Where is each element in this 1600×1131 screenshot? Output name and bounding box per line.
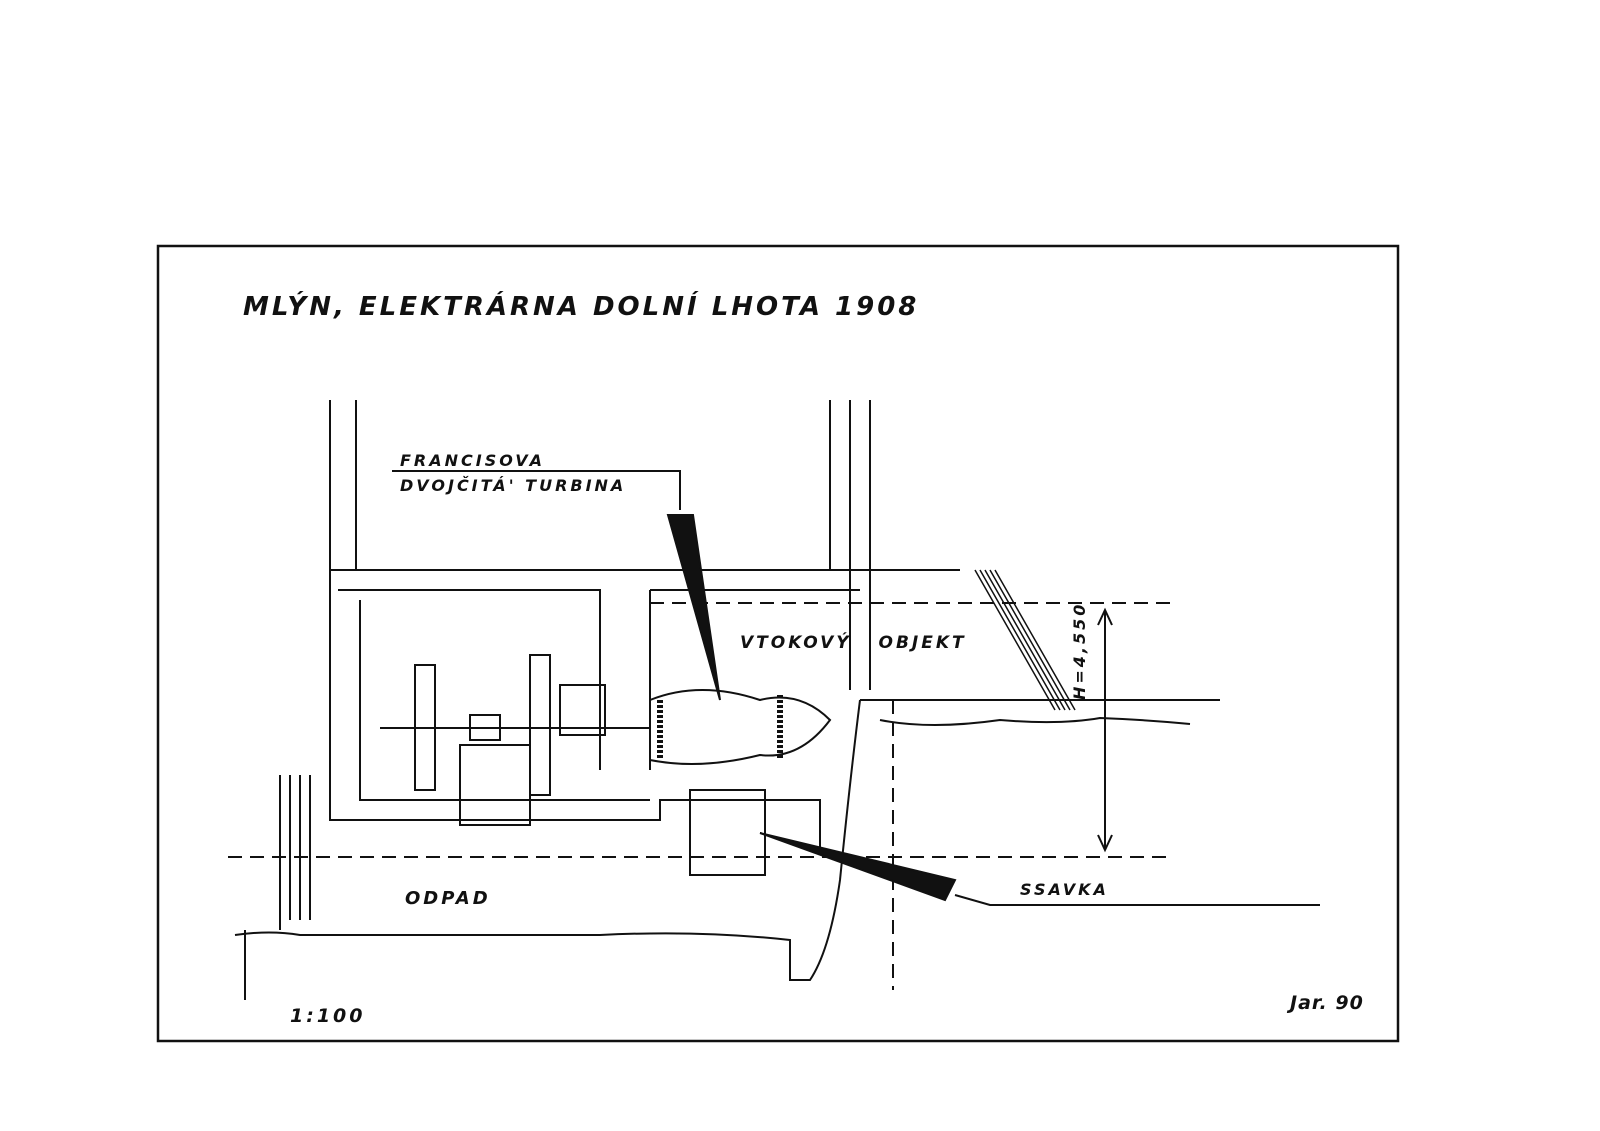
label-outflow: ODPAD	[405, 888, 491, 909]
trash-rack	[974, 569, 1076, 711]
label-turbine-line1: FRANCISOVA	[400, 451, 545, 470]
water-levels	[228, 602, 1170, 990]
label-head: H=4,550	[1070, 601, 1089, 700]
frame-border	[156, 244, 1400, 1043]
turbine	[649, 689, 832, 876]
leader-lines	[392, 470, 1320, 906]
building-walls	[234, 400, 1220, 1000]
label-draft-tube: SSAVKA	[1020, 880, 1109, 899]
drawing-title: MLÝN, ELEKTRÁRNA DOLNÍ LHOTA 1908	[243, 292, 920, 322]
label-turbine-line2: DVOJČITÁ' TURBINA	[400, 476, 627, 495]
generator-shaft	[380, 654, 650, 826]
signature: Jar. 90	[1290, 992, 1364, 1014]
label-scale: 1:100	[290, 1005, 366, 1027]
head-dimension-arrow	[1097, 607, 1113, 853]
label-intake: VTOKOVÝ OBJEKT	[740, 633, 967, 653]
